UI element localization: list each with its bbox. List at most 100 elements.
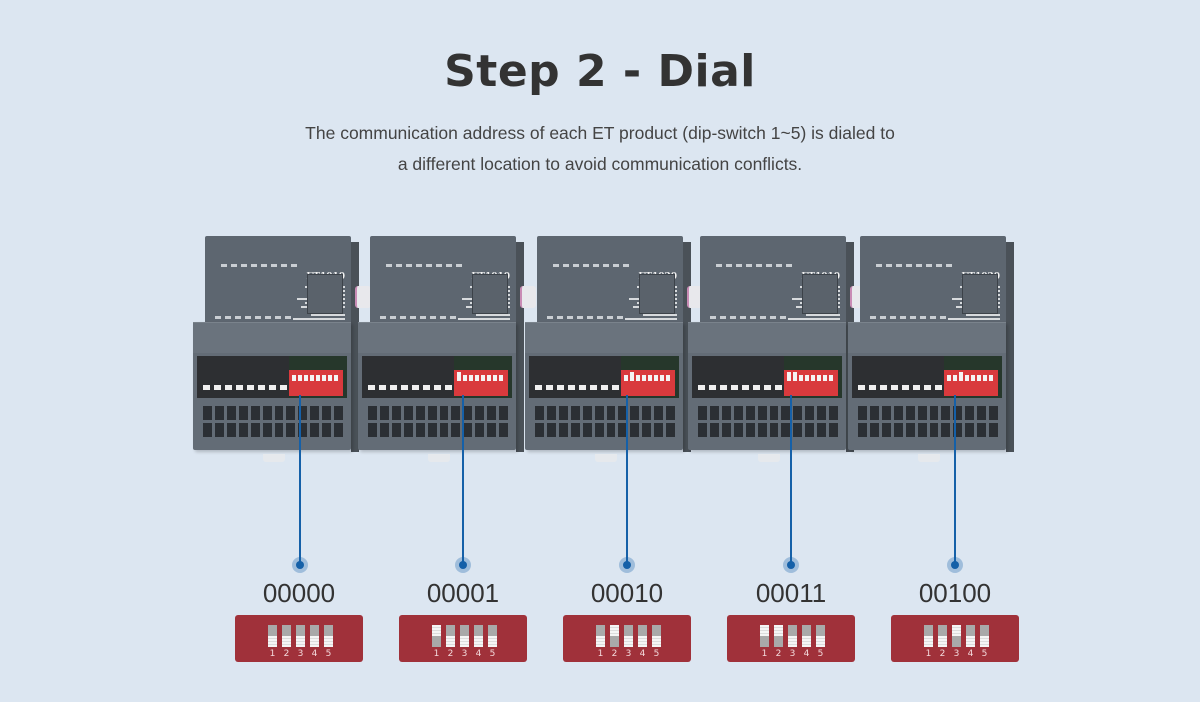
dip-lever [298, 375, 302, 381]
led-indicator [557, 316, 563, 319]
module-dip-switch[interactable] [784, 370, 838, 396]
vent-slot [558, 423, 568, 437]
led-indicator [730, 316, 736, 319]
switch-knob [966, 636, 975, 647]
vent-slot [250, 406, 260, 420]
vent-slot [214, 406, 224, 420]
led-indicator [870, 316, 876, 319]
dip-switch-1 [924, 625, 933, 647]
module-dip-switch[interactable] [289, 370, 343, 396]
address-code: 00100 [918, 578, 992, 608]
led-indicator [400, 316, 406, 319]
led-row [547, 316, 623, 319]
dip-switch-3 [296, 625, 305, 647]
dip-switch-4 [802, 625, 811, 647]
vent-slot [858, 423, 867, 437]
vent-slot [475, 423, 485, 437]
switch-number: 4 [311, 649, 318, 659]
dip-switch-1 [596, 625, 605, 647]
switch-number: 4 [967, 649, 974, 659]
terminal-slot [913, 385, 920, 390]
vent-slot [805, 406, 815, 420]
led-indicator [613, 264, 619, 267]
vent-slot [893, 423, 903, 437]
vent-slot [535, 406, 544, 420]
vent-slot [905, 423, 915, 437]
switch-knob [432, 625, 441, 636]
switch-knob [638, 636, 647, 647]
dip-switch-2 [610, 625, 619, 647]
vent-slot [226, 406, 236, 420]
dip-lever [660, 375, 664, 381]
dip-switch-1 [268, 625, 277, 647]
module-dip-switch[interactable] [621, 370, 675, 396]
io-module: ET1010 [688, 236, 866, 462]
led-indicator [271, 264, 277, 267]
vent-slot [817, 406, 827, 420]
dip-switch-2 [446, 625, 455, 647]
led-indicator [716, 264, 722, 267]
dip-lever [457, 372, 461, 381]
led-indicator [890, 316, 896, 319]
vent-slot [570, 423, 580, 437]
vent-slot [322, 406, 332, 420]
dip-switch-levers [432, 625, 497, 647]
vent-slot [642, 423, 652, 437]
led-indicator [390, 316, 396, 319]
switch-knob [446, 636, 455, 647]
vent-slot [869, 423, 879, 437]
vent-slot [618, 406, 628, 420]
led-indicator [231, 264, 237, 267]
led-indicator [583, 264, 589, 267]
vent-slot [570, 406, 580, 420]
vent-slot [475, 406, 485, 420]
led-indicator [930, 316, 936, 319]
address-code: 00000 [262, 578, 336, 608]
dip-lever [316, 375, 320, 381]
switch-number: 1 [925, 649, 932, 659]
dip-lever [334, 375, 338, 381]
vent-slot [929, 406, 939, 420]
led-indicator [900, 316, 906, 319]
switch-knob [610, 625, 619, 636]
switch-number: 1 [433, 649, 440, 659]
dip-switch-4 [966, 625, 975, 647]
module-cover [962, 274, 998, 314]
dip-switch-2 [774, 625, 783, 647]
vent-slot [630, 406, 640, 420]
led-indicator [235, 316, 241, 319]
switch-knob [816, 636, 825, 647]
dip-switch-levers [760, 625, 825, 647]
vent-slot [917, 423, 927, 437]
subtitle-line-1: The communication address of each ET pro… [305, 123, 895, 143]
address-code: 00001 [426, 578, 500, 608]
terminal-slot [764, 385, 771, 390]
address-code: 00010 [590, 578, 664, 608]
din-rail-clip [595, 454, 617, 462]
vent-slot [535, 423, 544, 437]
vent-slot [238, 423, 248, 437]
led-indicator [573, 264, 579, 267]
dip-lever [811, 375, 815, 381]
dip-switch-1 [432, 625, 441, 647]
module-dip-switch[interactable] [944, 370, 998, 396]
switch-number: 3 [297, 649, 304, 659]
terminal-slot [698, 385, 705, 390]
vent-slot [403, 406, 413, 420]
vent-slot [594, 423, 604, 437]
vent-slot [262, 423, 272, 437]
vent-slot [709, 423, 719, 437]
vent-slot [769, 423, 779, 437]
dip-lever [805, 375, 809, 381]
dip-lever [666, 375, 670, 381]
terminal-block [362, 356, 454, 398]
vent-slot [977, 406, 987, 420]
led-indicator [776, 264, 782, 267]
dip-lever [630, 372, 634, 381]
terminal-slot [445, 385, 452, 390]
module-dip-switch[interactable] [454, 370, 508, 396]
vent-slot [745, 406, 755, 420]
